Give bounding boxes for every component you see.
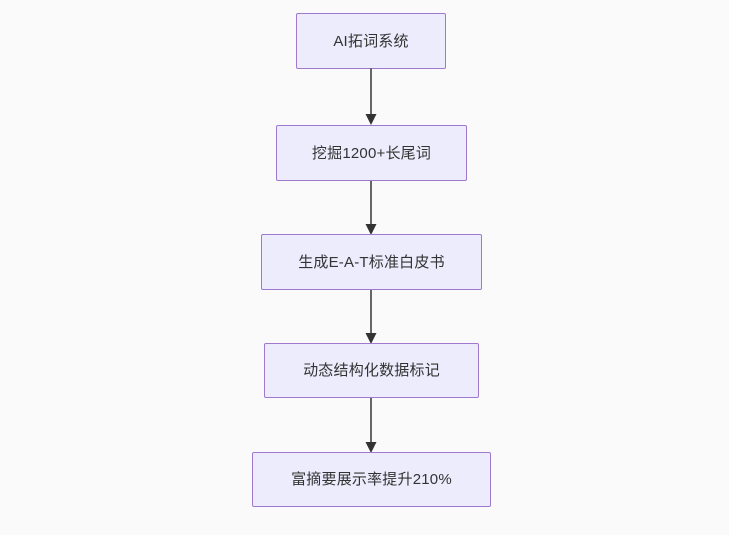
flowchart-node-1-label: AI拓词系统: [333, 32, 409, 50]
flowchart-edge-1-to-2: [365, 68, 377, 125]
flowchart-edge-4-to-5: [365, 398, 377, 453]
edge-2-to-3-arrowhead: [365, 224, 377, 235]
flowchart-edge-3-to-4: [365, 290, 377, 344]
flowchart-node-1[interactable]: AI拓词系统: [296, 13, 446, 69]
flowchart-edge-2-to-3: [365, 181, 377, 235]
flowchart-node-4-label: 动态结构化数据标记: [303, 362, 440, 379]
flowchart-node-5-label: 富摘要展示率提升210%: [291, 471, 452, 488]
flowchart-node-4[interactable]: 动态结构化数据标记: [264, 343, 479, 398]
flowchart-node-2[interactable]: 挖掘1200+长尾词: [276, 125, 467, 181]
flowchart-node-2-label: 挖掘1200+长尾词: [311, 144, 432, 162]
flowchart-node-5[interactable]: 富摘要展示率提升210%: [252, 452, 491, 507]
edge-1-to-2-arrowhead: [365, 114, 377, 125]
edge-4-to-5-arrowhead: [365, 442, 377, 453]
flowchart-node-3-label: 生成E-A-T标准白皮书: [298, 253, 445, 271]
edge-3-to-4-arrowhead: [365, 333, 377, 344]
flowchart-node-3[interactable]: 生成E-A-T标准白皮书: [261, 234, 482, 290]
